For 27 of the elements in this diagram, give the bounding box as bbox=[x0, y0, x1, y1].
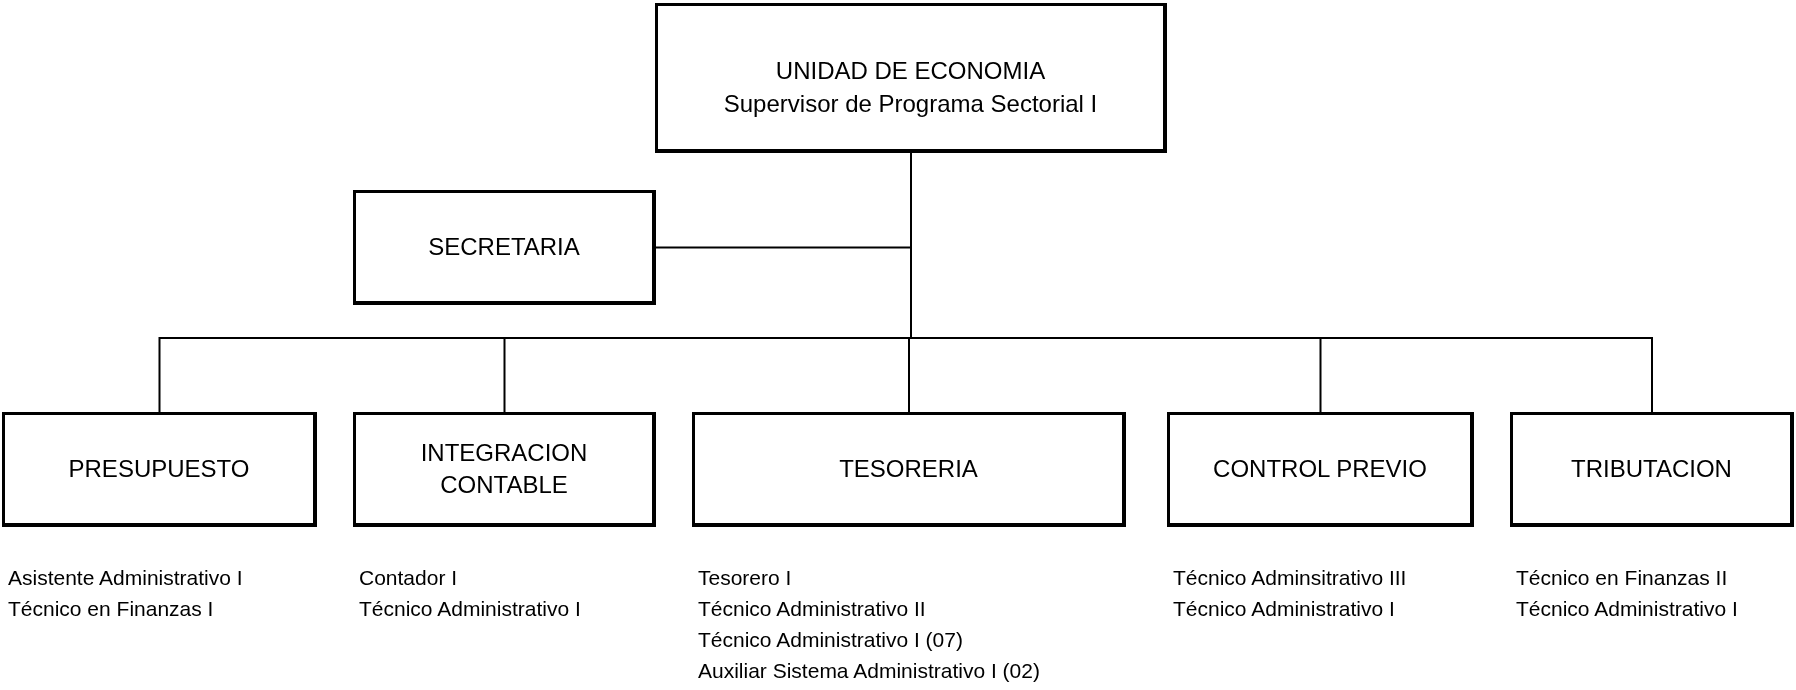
unit-name: TESORERIA bbox=[838, 453, 979, 484]
unit-name: INTEGRACION CONTABLE bbox=[419, 437, 589, 500]
unit-name: TRIBUTACION bbox=[1570, 453, 1733, 484]
org-box bbox=[2, 412, 317, 527]
unit-name: PRESUPUESTO bbox=[67, 453, 251, 484]
job-title: Técnico Administrativo I (07) bbox=[698, 627, 963, 653]
org-box bbox=[1167, 412, 1474, 527]
job-title: Contador I bbox=[359, 565, 458, 591]
org-box bbox=[655, 3, 1167, 153]
unit-name: UNIDAD DE ECONOMIA bbox=[774, 56, 1047, 87]
org-box bbox=[353, 190, 656, 305]
job-title: Técnico Administrativo II bbox=[698, 596, 926, 622]
job-title: Técnico Adminsitrativo III bbox=[1173, 565, 1407, 591]
org-box bbox=[353, 412, 656, 527]
job-title: Técnico en Finanzas II bbox=[1516, 565, 1728, 591]
job-title: Auxiliar Sistema Administrativo I (02) bbox=[698, 658, 1040, 684]
job-title: Técnico Administrativo I bbox=[359, 596, 581, 622]
job-title: Tesorero I bbox=[698, 565, 792, 591]
job-title: Técnico en Finanzas I bbox=[8, 596, 214, 622]
job-title: Técnico Administrativo I bbox=[1516, 596, 1738, 622]
job-title: Asistente Administrativo I bbox=[8, 565, 243, 591]
job-title: Técnico Administrativo I bbox=[1173, 596, 1395, 622]
unit-name: CONTROL PREVIO bbox=[1212, 453, 1428, 484]
org-box bbox=[692, 412, 1126, 527]
position-title: Supervisor de Programa Sectorial I bbox=[722, 88, 1099, 119]
unit-name: SECRETARIA bbox=[427, 231, 581, 262]
org-box bbox=[1510, 412, 1794, 527]
